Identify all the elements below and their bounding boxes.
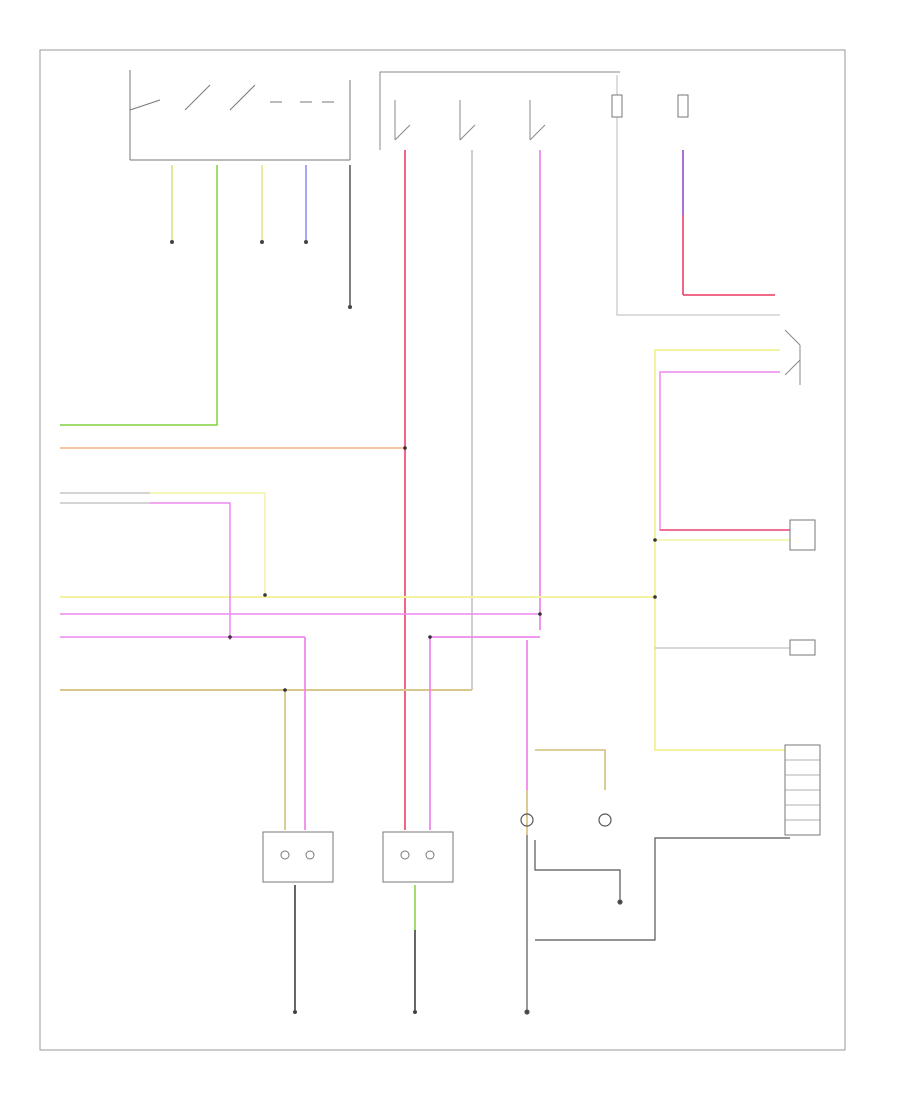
fuse-column xyxy=(611,75,780,316)
splice-points xyxy=(228,446,657,692)
relay-bank xyxy=(379,71,620,150)
right-feeds xyxy=(654,349,790,751)
switch-drop-wires xyxy=(171,165,351,420)
module-left xyxy=(262,831,334,1014)
lamp-drops xyxy=(230,636,606,835)
right-connectors xyxy=(784,519,821,836)
module-center xyxy=(382,831,454,1014)
ground-points xyxy=(170,240,352,309)
left-connector xyxy=(60,492,266,640)
diagram-frame xyxy=(39,49,846,1051)
switch-bank xyxy=(129,70,351,161)
horizontal-buses xyxy=(60,420,655,691)
right-switch xyxy=(784,329,801,385)
center-vertical-wires xyxy=(404,150,541,830)
bus-green xyxy=(60,420,218,426)
lamp-pair xyxy=(520,813,790,1015)
